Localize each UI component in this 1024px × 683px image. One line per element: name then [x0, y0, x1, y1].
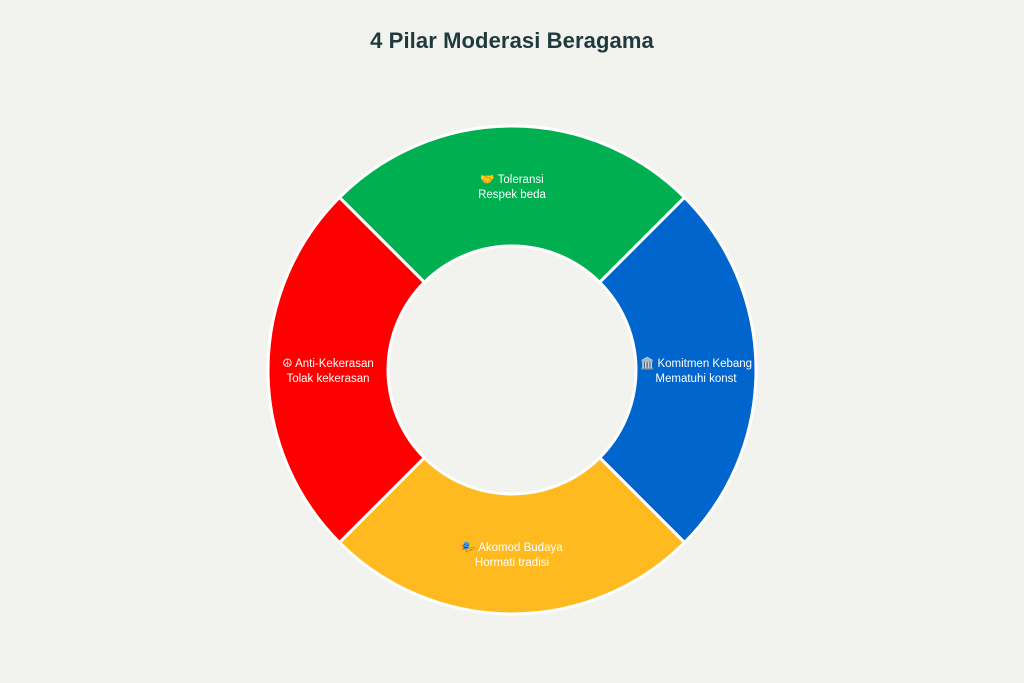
donut-slice [337, 455, 687, 616]
donut-slice [266, 195, 427, 545]
donut-slices [266, 124, 758, 616]
donut-slice [337, 124, 687, 285]
chart-title: 4 Pilar Moderasi Beragama [370, 28, 654, 53]
donut-slice [597, 195, 758, 545]
